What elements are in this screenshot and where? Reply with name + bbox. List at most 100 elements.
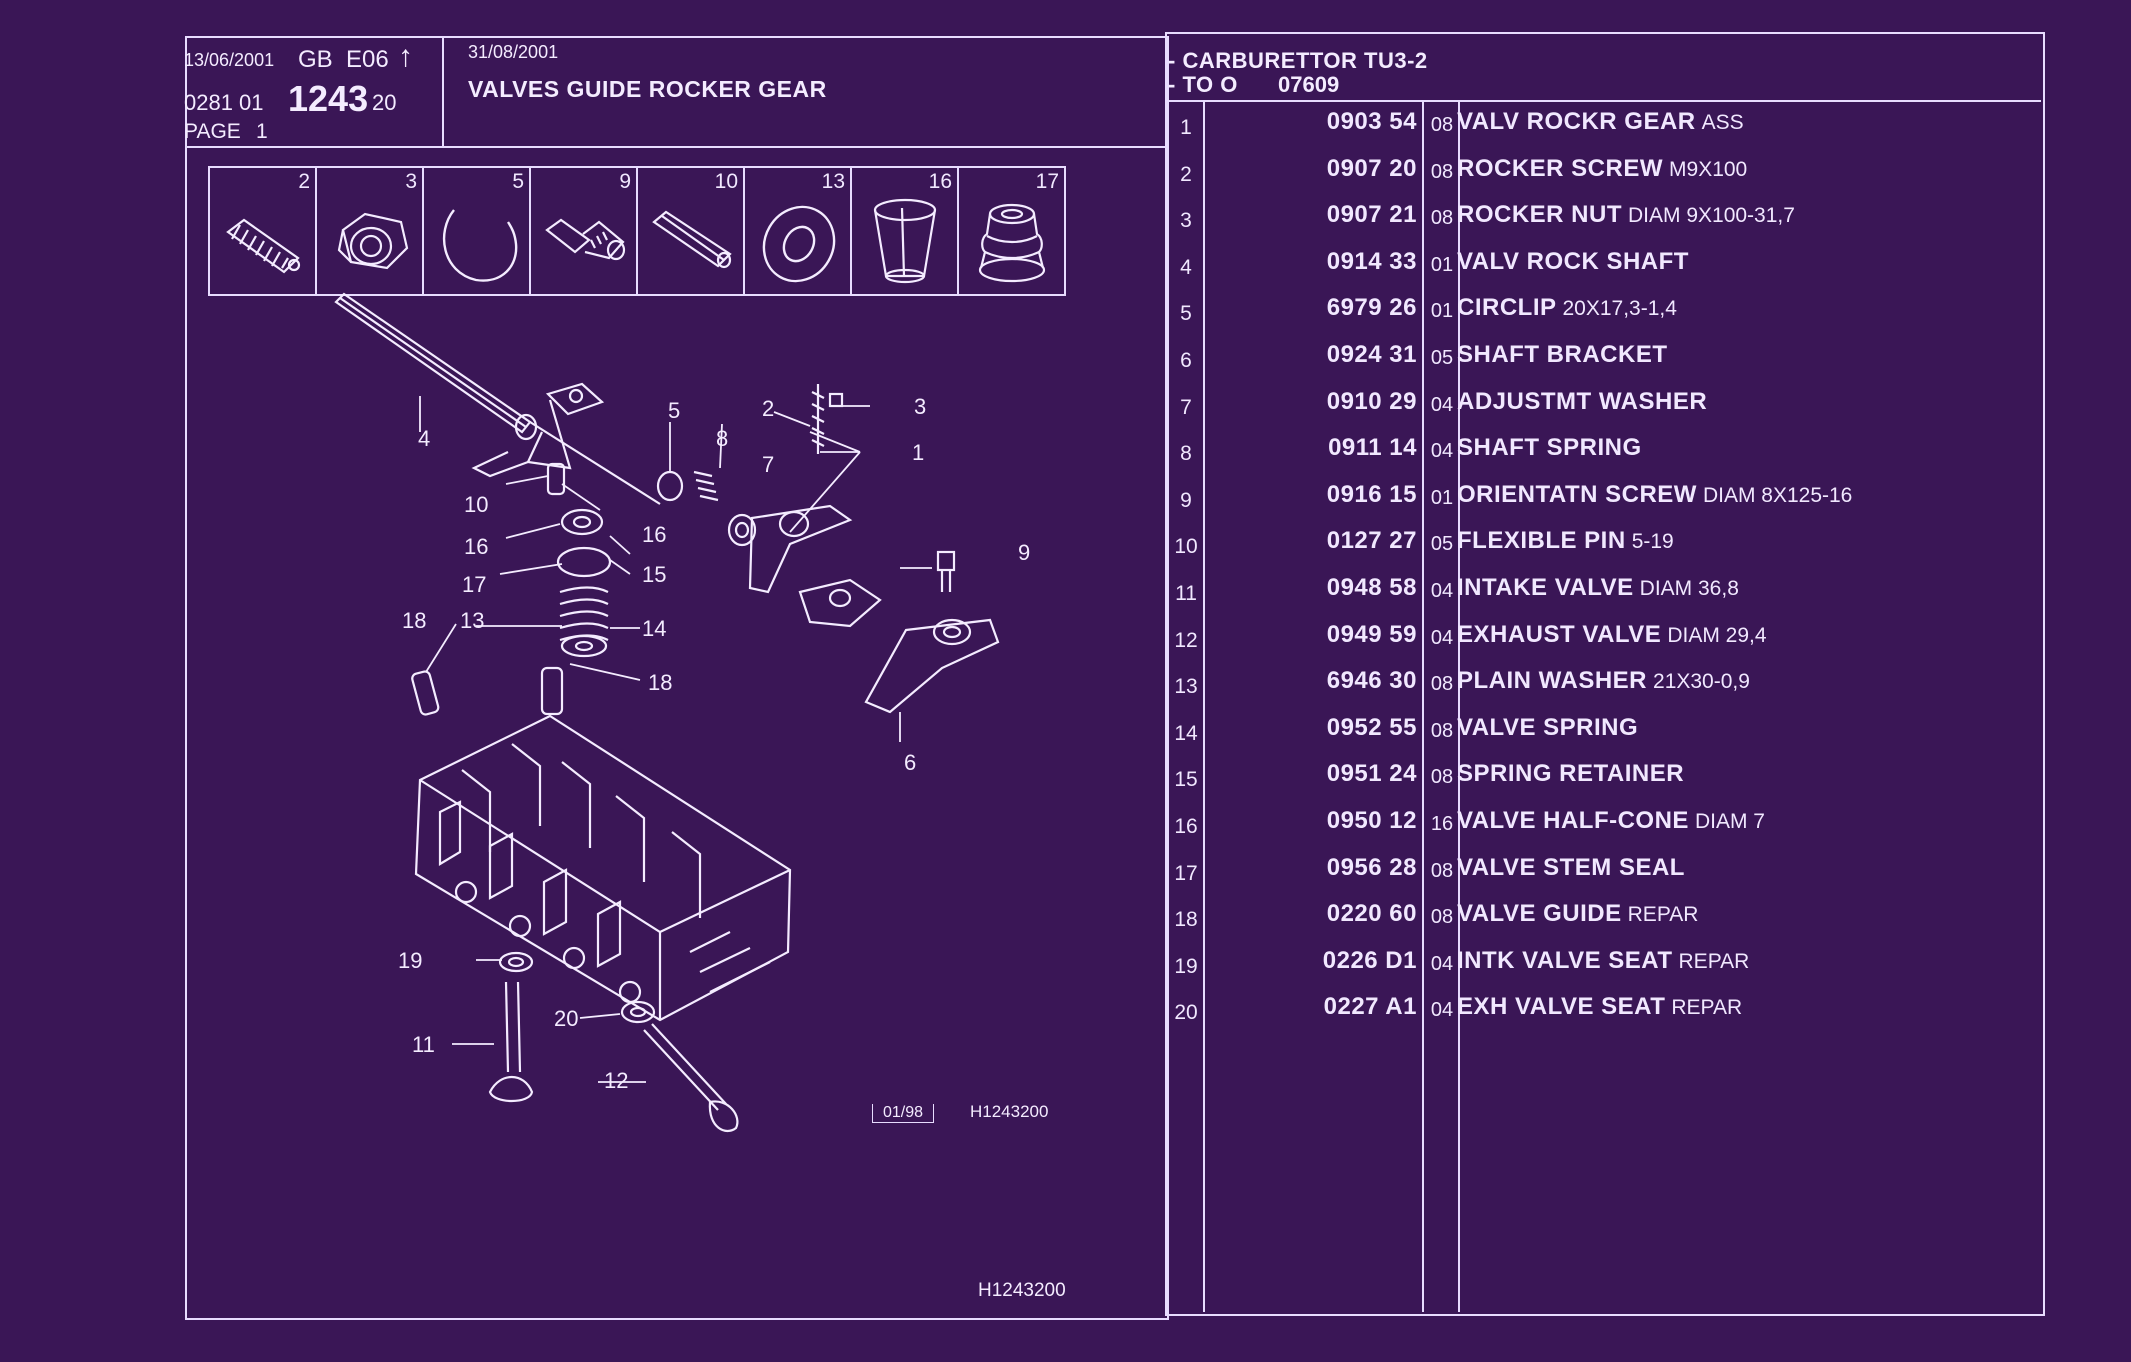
part-spec: DIAM 29,4 xyxy=(1667,623,1767,647)
part-reference: 0950 12 xyxy=(1326,807,1417,834)
part-name: SPRING RETAINER xyxy=(1457,760,1685,788)
intake-valve xyxy=(488,951,534,1103)
part-description: ADJUSTMT WASHER xyxy=(1457,388,1713,416)
row-index: 17 xyxy=(1174,861,1198,885)
row-index: 13 xyxy=(1174,675,1198,699)
callout-4: 4 xyxy=(418,426,431,451)
part-name: ROCKER NUT xyxy=(1457,201,1622,229)
part-reference: 0227 A1 xyxy=(1323,993,1417,1021)
thumb-circlip[interactable]: 5 xyxy=(424,168,531,294)
rocker-arm-1 xyxy=(748,384,853,594)
row-index: 11 xyxy=(1175,582,1197,605)
edition-code: E06 xyxy=(346,46,389,73)
callout-17: 17 xyxy=(462,572,487,597)
part-quantity: 04 xyxy=(1430,626,1454,649)
callout-3: 3 xyxy=(914,394,927,419)
thumb-bolt[interactable]: 9 xyxy=(531,168,638,294)
thumb-screw[interactable]: 2 xyxy=(210,168,317,294)
part-reference: 0916 15 xyxy=(1326,480,1417,508)
print-date: 13/06/2001 xyxy=(184,50,275,70)
row-index: 1 xyxy=(1180,116,1192,139)
thumb-number: 13 xyxy=(821,170,845,193)
diagram-reference: H1243200 xyxy=(970,1102,1049,1121)
row-index: 19 xyxy=(1174,954,1198,978)
callout-19: 19 xyxy=(398,948,423,973)
spring-pack xyxy=(656,470,757,547)
cylinder-head xyxy=(414,714,792,1022)
valve-spring-assembly xyxy=(411,462,612,716)
callout-9: 9 xyxy=(1018,540,1031,565)
nut-icon xyxy=(337,212,409,270)
thumb-number: 16 xyxy=(928,170,952,193)
part-spec: DIAM 8X125-16 xyxy=(1702,483,1853,507)
callout-1: 1 xyxy=(912,440,925,465)
code-main: 1243 xyxy=(288,78,369,119)
part-quantity: 05 xyxy=(1430,347,1454,369)
row-index: 14 xyxy=(1174,721,1198,745)
callout-14: 14 xyxy=(642,616,667,641)
header-split xyxy=(442,36,444,148)
thumb-washer[interactable]: 13 xyxy=(745,168,852,294)
part-quantity: 04 xyxy=(1430,393,1454,416)
part-name: ORIENTATN SCREW xyxy=(1457,480,1697,508)
up-arrow-icon: ↑ xyxy=(398,40,413,73)
washer-icon xyxy=(762,205,836,283)
part-quantity: 04 xyxy=(1430,999,1454,1022)
thumb-half-cone[interactable]: 16 xyxy=(852,168,959,294)
thumb-number: 5 xyxy=(512,170,524,193)
exploded-diagram xyxy=(334,292,1000,1133)
part-quantity: 08 xyxy=(1430,160,1454,183)
part-spec: 5-19 xyxy=(1631,530,1674,554)
part-name: FLEXIBLE PIN xyxy=(1457,527,1626,555)
part-description: VALVE STEM SEAL xyxy=(1457,854,1691,882)
callout-11: 11 xyxy=(412,1032,435,1057)
part-reference: 0914 33 xyxy=(1326,247,1417,275)
row-index: 8 xyxy=(1180,442,1192,466)
thumb-pin[interactable]: 10 xyxy=(638,168,745,294)
part-description: SPRING RETAINER xyxy=(1457,760,1690,788)
header-divider-left xyxy=(185,146,1165,148)
revision-date: 31/08/2001 xyxy=(468,42,559,62)
part-name: ROCKER SCREW xyxy=(1457,154,1664,182)
stem-seal-icon xyxy=(978,203,1046,283)
thumb-number: 10 xyxy=(714,170,738,193)
part-quantity: 08 xyxy=(1430,673,1454,696)
part-reference: 0952 55 xyxy=(1326,713,1417,741)
thumb-nut[interactable]: 3 xyxy=(317,168,424,294)
callout-6: 6 xyxy=(904,750,917,775)
part-description: VALV ROCK SHAFT xyxy=(1457,248,1695,276)
part-name: VALVE STEM SEAL xyxy=(1457,853,1685,881)
thumb-stem-seal[interactable]: 17 xyxy=(959,168,1064,294)
part-spec: REPAR xyxy=(1671,996,1743,1020)
callout-5: 5 xyxy=(668,398,681,423)
